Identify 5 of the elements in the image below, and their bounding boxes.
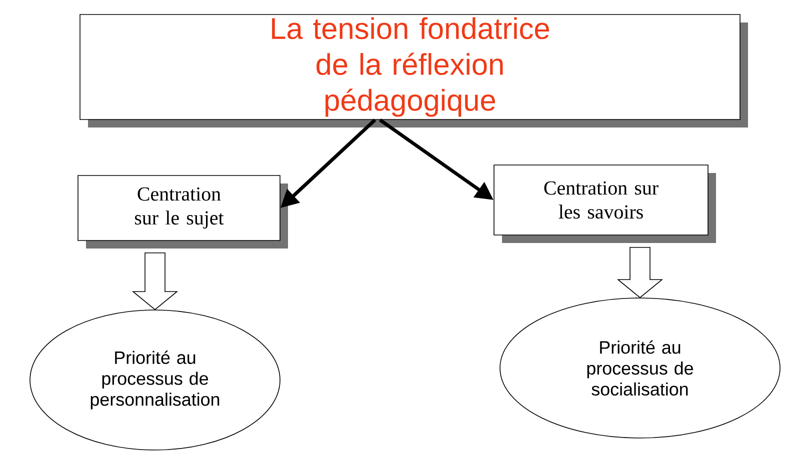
arrow [616, 247, 664, 298]
arrow [132, 252, 178, 310]
text-box: Centration sur le sujet [78, 175, 288, 248]
text-box: Centration sur les savoirs [494, 164, 716, 243]
text-box: La tension fondatrice de la réflexion pédagogique [80, 14, 748, 128]
